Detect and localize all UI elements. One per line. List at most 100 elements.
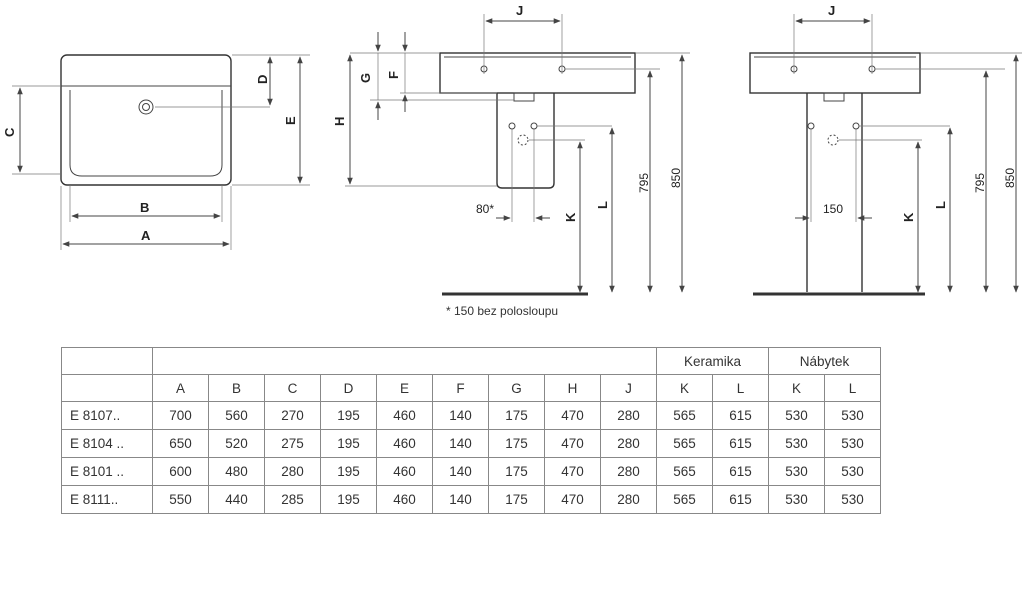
table-cell: 280 bbox=[600, 485, 657, 514]
table-cell: 530 bbox=[768, 429, 825, 458]
table-cell: 615 bbox=[712, 457, 769, 486]
dim-d-label: D bbox=[255, 75, 270, 84]
table-cell: 615 bbox=[712, 429, 769, 458]
table-cell: 530 bbox=[824, 401, 881, 430]
table-cell: 470 bbox=[544, 457, 601, 486]
table-cell: 520 bbox=[208, 429, 265, 458]
table-cell: 195 bbox=[320, 429, 377, 458]
side-dim-g-label: G bbox=[358, 73, 373, 83]
table-cell: 530 bbox=[768, 485, 825, 514]
table-cell: 280 bbox=[600, 429, 657, 458]
full-pedestal bbox=[806, 93, 863, 292]
front-wall-fix-right bbox=[852, 122, 860, 130]
dim-a-label: A bbox=[141, 228, 151, 243]
column-header-row: A B C D E F G H J K L K L bbox=[61, 374, 881, 402]
column-header: K bbox=[768, 374, 825, 402]
dim-b-label: B bbox=[140, 200, 149, 215]
table-cell: 460 bbox=[376, 485, 433, 514]
table-cell: 550 bbox=[152, 485, 209, 514]
table-cell: 195 bbox=[320, 401, 377, 430]
front-dim-150-label: 150 bbox=[823, 202, 843, 216]
front-dim-850-label: 850 bbox=[1003, 168, 1017, 188]
technical-drawing: C D E B A J G F bbox=[2, 3, 1022, 296]
table-row: E 8101 .. 600 480 280 195 460 140 175 47… bbox=[61, 457, 881, 486]
row-code: E 8107.. bbox=[61, 401, 153, 430]
table-cell: 530 bbox=[824, 429, 881, 458]
column-header: J bbox=[600, 374, 657, 402]
side-dim-795-label: 795 bbox=[637, 173, 651, 193]
column-header: B bbox=[208, 374, 265, 402]
table-cell: 175 bbox=[488, 457, 545, 486]
side-dim-j-label: J bbox=[516, 3, 523, 18]
table-cell: 175 bbox=[488, 429, 545, 458]
front-wall-fix-left bbox=[807, 122, 815, 130]
basin-outline bbox=[60, 54, 232, 186]
table-cell: 530 bbox=[768, 457, 825, 486]
front-dim-k-label: K bbox=[901, 212, 916, 222]
side-wall-fix-left bbox=[508, 122, 516, 130]
side-dim-h-label: H bbox=[332, 117, 347, 126]
row-code: E 8104 .. bbox=[61, 429, 153, 458]
front-dim-j-label: J bbox=[828, 3, 835, 18]
half-pedestal bbox=[496, 93, 555, 189]
table-cell: 565 bbox=[656, 485, 713, 514]
side-drain-outlet bbox=[517, 134, 529, 146]
dim-e-label: E bbox=[283, 116, 298, 125]
table-cell: 140 bbox=[432, 485, 489, 514]
table-cell: 460 bbox=[376, 401, 433, 430]
table-cell: 565 bbox=[656, 429, 713, 458]
side-dim-80-label: 80* bbox=[476, 202, 494, 216]
column-header: D bbox=[320, 374, 377, 402]
group-header-row: Keramika Nábytek bbox=[61, 347, 881, 375]
table-cell: 440 bbox=[208, 485, 265, 514]
table-cell: 285 bbox=[264, 485, 321, 514]
table-cell: 175 bbox=[488, 401, 545, 430]
corner-cell bbox=[61, 347, 153, 375]
tap-hole-inner bbox=[142, 103, 150, 111]
table-cell: 530 bbox=[768, 401, 825, 430]
column-header: A bbox=[152, 374, 209, 402]
table-cell: 140 bbox=[432, 457, 489, 486]
siphon-box bbox=[513, 92, 535, 102]
row-code: E 8111.. bbox=[61, 485, 153, 514]
table-cell: 280 bbox=[600, 457, 657, 486]
column-header: H bbox=[544, 374, 601, 402]
table-cell: 270 bbox=[264, 401, 321, 430]
dim-c-label: C bbox=[2, 127, 17, 137]
table-cell: 615 bbox=[712, 485, 769, 514]
table-cell: 615 bbox=[712, 401, 769, 430]
code-header-cell bbox=[61, 374, 153, 402]
table-cell: 470 bbox=[544, 401, 601, 430]
table-cell: 560 bbox=[208, 401, 265, 430]
front-view-basin: J 150 K L 795 850 bbox=[749, 3, 1022, 296]
side-wall-fix-right bbox=[530, 122, 538, 130]
table-cell: 140 bbox=[432, 401, 489, 430]
table-cell: 530 bbox=[824, 457, 881, 486]
table-cell: 480 bbox=[208, 457, 265, 486]
table-cell: 565 bbox=[656, 457, 713, 486]
group-header-ceramics: Keramika bbox=[656, 347, 769, 375]
dimensions-table: Keramika Nábytek A B C D E F G H J K L K… bbox=[61, 347, 881, 514]
side-basin-outline bbox=[439, 52, 636, 94]
basin-bowl-outline bbox=[69, 90, 223, 177]
column-header: G bbox=[488, 374, 545, 402]
table-cell: 275 bbox=[264, 429, 321, 458]
table-cell: 195 bbox=[320, 485, 377, 514]
table-cell: 600 bbox=[152, 457, 209, 486]
column-header: F bbox=[432, 374, 489, 402]
tap-hole bbox=[138, 99, 154, 115]
table-cell: 565 bbox=[656, 401, 713, 430]
table-cell: 460 bbox=[376, 429, 433, 458]
table-cell: 460 bbox=[376, 457, 433, 486]
front-dim-l-label: L bbox=[933, 201, 948, 209]
column-header: E bbox=[376, 374, 433, 402]
table-row: E 8111.. 550 440 285 195 460 140 175 470… bbox=[61, 485, 881, 514]
front-drain-outlet bbox=[827, 134, 839, 146]
footnote: * 150 bez polosloupu bbox=[446, 304, 559, 318]
column-header: K bbox=[656, 374, 713, 402]
table-cell: 700 bbox=[152, 401, 209, 430]
column-header: L bbox=[712, 374, 769, 402]
group-header-furniture: Nábytek bbox=[768, 347, 881, 375]
table-cell: 650 bbox=[152, 429, 209, 458]
side-dim-f-label: F bbox=[386, 71, 401, 79]
